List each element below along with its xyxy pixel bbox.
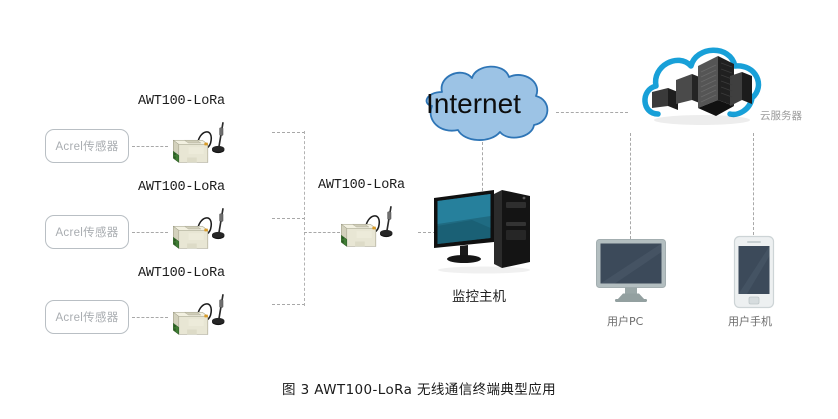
monitor-icon	[596, 239, 666, 302]
gateway-label: AWT100-LoRa	[318, 178, 405, 193]
sensor-label: Acrel传感器	[55, 312, 119, 324]
user-phone-label: 用户手机	[728, 315, 772, 328]
awt100-lora-device-icon	[172, 122, 225, 163]
cloud-icon	[425, 65, 549, 141]
internet-label: Internet	[426, 88, 521, 119]
awt-node-2-label: AWT100-LoRa	[138, 180, 225, 195]
sensor-label: Acrel传感器	[55, 141, 119, 153]
desktop-computer-icon	[434, 190, 530, 274]
link-node2-to-bus	[272, 218, 305, 219]
smartphone-icon	[733, 235, 775, 309]
user-pc[interactable]	[595, 238, 667, 313]
gateway-device[interactable]	[333, 196, 409, 263]
awt100-lora-device-icon	[172, 208, 225, 249]
link-cloud-server-to-user-pc	[630, 133, 631, 239]
link-sensor3-to-node3	[132, 317, 168, 318]
monitor-host-label: 监控主机	[452, 289, 506, 305]
sensor-box-3[interactable]: Acrel传感器	[45, 300, 129, 334]
awt-node-1-label: AWT100-LoRa	[138, 94, 225, 109]
awt100-lora-device-icon	[340, 206, 393, 247]
link-monitor-host-to-internet	[482, 142, 483, 196]
awt100-lora-device-icon	[172, 294, 225, 335]
internet-cloud[interactable]: Internet	[408, 56, 560, 153]
link-internet-to-cloud-server	[556, 112, 628, 113]
link-sensor1-to-node1	[132, 146, 168, 147]
sensor-box-1[interactable]: Acrel传感器	[45, 129, 129, 163]
link-bus-to-gateway	[304, 232, 340, 233]
link-sensor2-to-node2	[132, 232, 168, 233]
link-cloud-server-to-user-phone	[753, 133, 754, 235]
lora-bus-line	[304, 131, 305, 306]
figure-caption: 图 3 AWT100-LoRa 无线通信终端典型应用	[282, 382, 556, 398]
sensor-box-2[interactable]: Acrel传感器	[45, 215, 129, 249]
sensor-label: Acrel传感器	[55, 227, 119, 239]
user-phone[interactable]	[733, 235, 775, 314]
user-pc-label: 用户PC	[607, 315, 644, 328]
awt-node-device-1[interactable]	[165, 112, 241, 179]
link-node3-to-bus	[272, 304, 305, 305]
monitor-host[interactable]	[432, 182, 540, 279]
awt-node-device-3[interactable]	[165, 284, 241, 351]
link-node1-to-bus	[272, 132, 305, 133]
awt-node-3-label: AWT100-LoRa	[138, 266, 225, 281]
cloud-server-icon	[642, 47, 762, 125]
cloud-server[interactable]	[638, 36, 768, 139]
awt-node-device-2[interactable]	[165, 198, 241, 265]
cloud-server-label: 云服务器	[760, 110, 802, 122]
link-gateway-to-monitor-host	[418, 232, 446, 233]
